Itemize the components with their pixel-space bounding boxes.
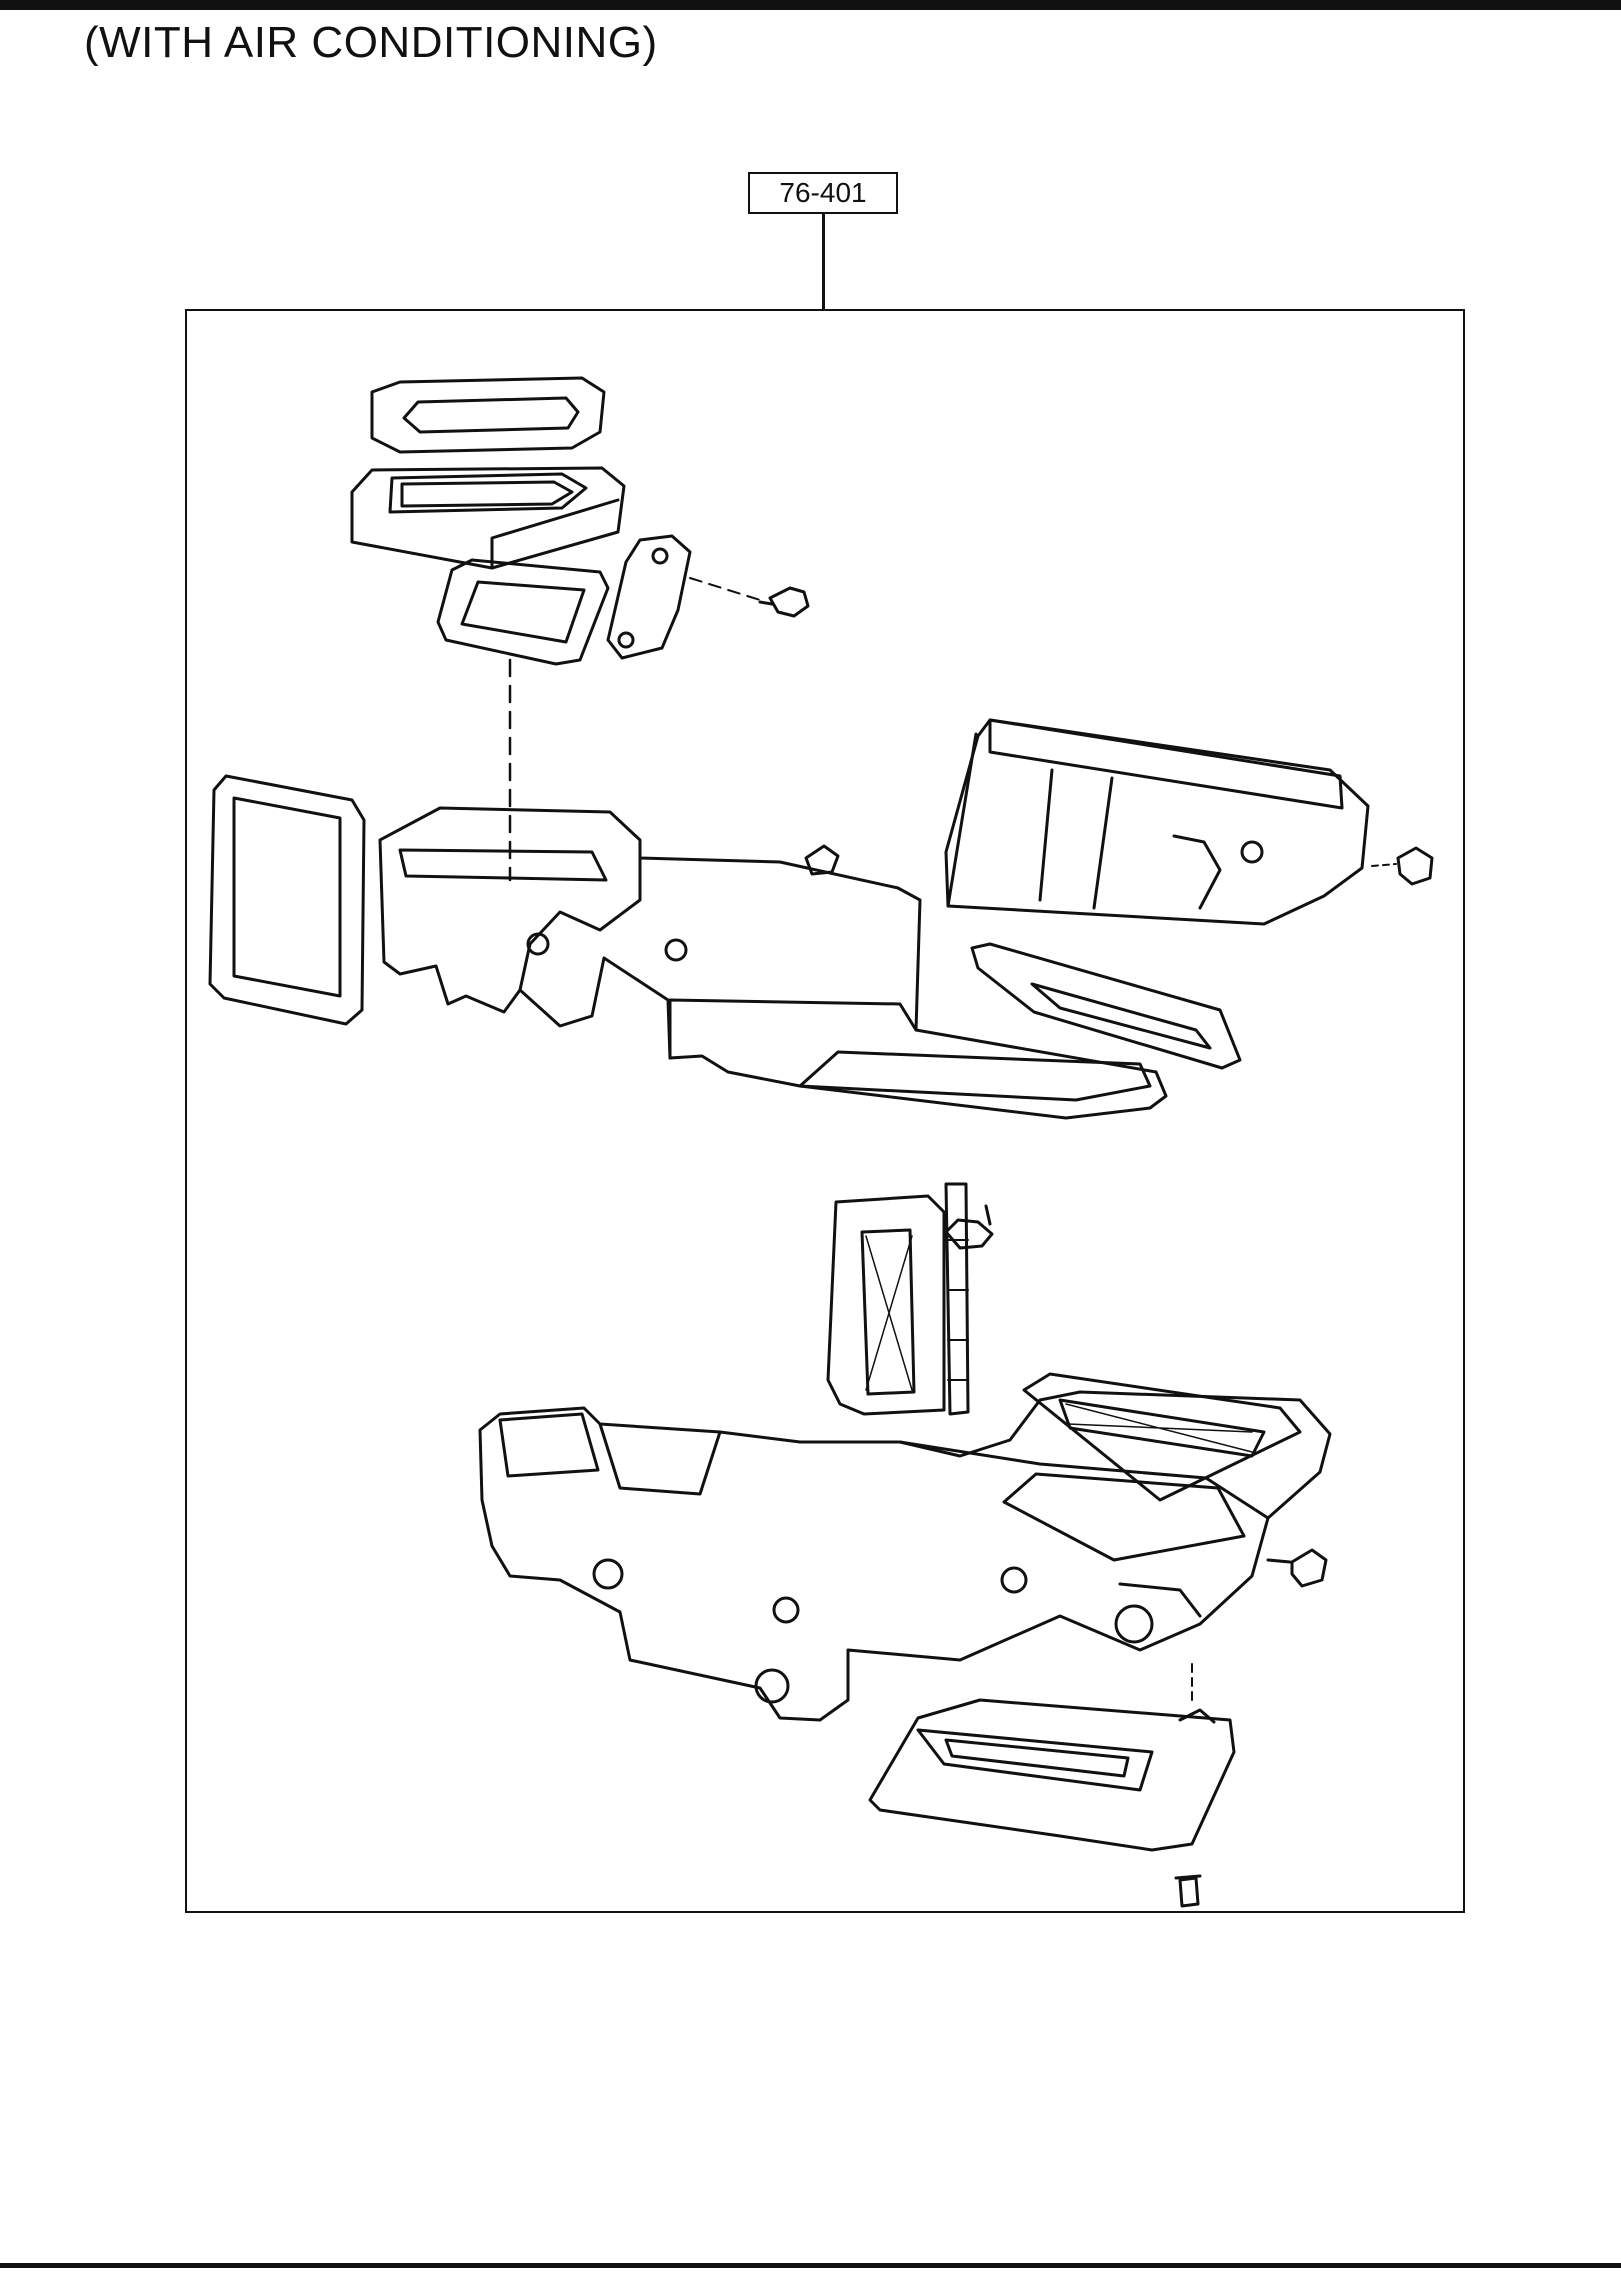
top-rule (0, 0, 1621, 10)
screw-bottom (1176, 1876, 1200, 1906)
intake-duct-top (352, 468, 624, 568)
air-mix-door (828, 1184, 968, 1414)
clip-right-lower (1268, 1550, 1326, 1586)
side-gasket (210, 776, 364, 1024)
bottom-rule (0, 2263, 1621, 2268)
assembly-guide-line-1 (690, 578, 760, 600)
lower-mode-door (972, 944, 1240, 1068)
page-title: (WITH AIR CONDITIONING) (84, 18, 658, 67)
exploded-view-frame (185, 309, 1465, 1913)
callout-leader-line (822, 214, 825, 311)
mode-lever-bracket (608, 536, 690, 658)
intake-gasket (372, 378, 604, 452)
screw-top (760, 588, 808, 616)
clip-right-upper (1372, 848, 1432, 884)
evaporator-housing (946, 720, 1368, 924)
part-callout-box: 76-401 (748, 172, 898, 214)
pin-clip (946, 1206, 992, 1248)
upper-case (380, 808, 1166, 1118)
intake-duct-lower-frame (438, 560, 608, 664)
bottom-duct (870, 1700, 1234, 1850)
lower-case (480, 1374, 1330, 1720)
